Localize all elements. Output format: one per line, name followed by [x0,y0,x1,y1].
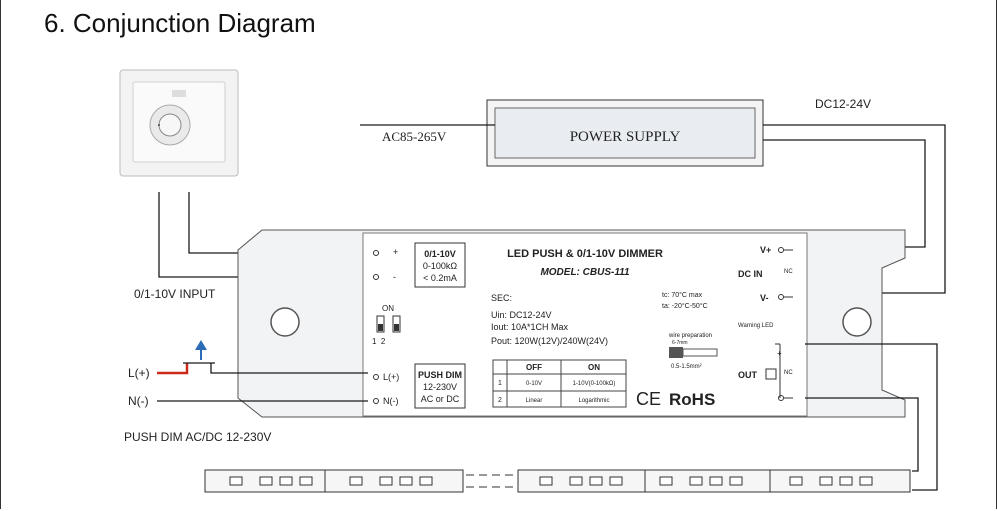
terminal-out-label: OUT [738,370,758,380]
table-header-on: ON [588,363,600,372]
spec-tc: tc: 70°C max [662,291,703,299]
ce-mark: CE [636,389,661,409]
wall-dimmer-knob [119,69,239,177]
push-arrow-icon [195,340,207,350]
terminal-dcin-label: DC IN [738,269,763,279]
device-model: MODEL: CBUS-111 [540,267,630,278]
spec-iout: Iout: 10A*1CH Max [491,322,569,332]
out-terminal-block [765,368,777,380]
table-row-2-on: Logarithmic [578,398,609,404]
warning-led-label: Warning LED [738,323,774,329]
table-header-off: OFF [526,363,542,372]
table-row-1-off: 0-10V [526,381,542,387]
page-title: 6. Conjunction Diagram [44,8,316,38]
ac-input-label: AC85-265V [382,129,447,144]
input-label: 0/1-10V INPUT [134,287,216,301]
rohs-mark: RoHS [669,390,715,409]
dip-on-label: ON [382,304,394,313]
table-row-1-num: 1 [498,380,502,387]
output-wire-minus [805,397,919,472]
spec-ta: ta: -20°C-50°C [662,302,708,310]
table-row-2-off: Linear [526,398,543,404]
power-supply-box [486,99,764,167]
dip-numbers: 1 2 [372,337,386,346]
wire-size-label: 0.5-1.5mm² [671,364,702,370]
svg-text:+: + [777,349,782,358]
device-title: LED PUSH & 0/1-10V DIMMER [507,248,663,260]
box-010v-line1: 0/1-10V [424,249,456,259]
terminal-l-label: L(+) [383,372,399,382]
l-wire [210,363,368,374]
table-row-2-num: 2 [498,397,502,404]
push-dim-label: PUSH DIM AC/DC 12-230V [124,430,271,444]
box-push-line3: AC or DC [421,394,460,404]
spec-sec: SEC: [491,293,512,303]
wire-len-label: 6-7mm [672,340,688,346]
box-push-line2: 12-230V [423,382,457,392]
spec-uin: Uin: DC12-24V [491,310,552,320]
terminal-vminus-label: V- [760,293,769,303]
terminal-vplus-label: V+ [760,245,771,255]
dc-output-label: DC12-24V [815,97,871,111]
terminal-minus-label: - [393,272,396,282]
power-supply-label: POWER SUPPLY [570,129,681,145]
box-010v-line3: < 0.2mA [423,273,457,283]
box-010v-line2: 0-100kΩ [423,261,458,271]
terminal-dcin-nc: NC [784,269,793,275]
table-row-1-on: 1-10V(0-100kΩ) [573,381,616,387]
terminal-n-label: N(-) [383,396,399,406]
led-strip [204,469,911,493]
wire-prep-label: wire preparation [668,333,712,339]
l-plus-label: L(+) [128,366,150,380]
box-010v [414,242,466,288]
dip-table [492,359,627,408]
spec-pout: Pout: 120W(12V)/240W(24V) [491,336,608,346]
l-wire-red [157,363,189,375]
n-minus-label: N(-) [128,394,149,408]
box-push-line1: PUSH DIM [418,370,462,380]
terminal-out-nc: NC [784,370,793,376]
output-wire-plus [805,343,938,491]
wire-strip-graphic [669,347,683,358]
box-push-dim [414,363,466,409]
terminal-plus-label: + [393,247,398,257]
